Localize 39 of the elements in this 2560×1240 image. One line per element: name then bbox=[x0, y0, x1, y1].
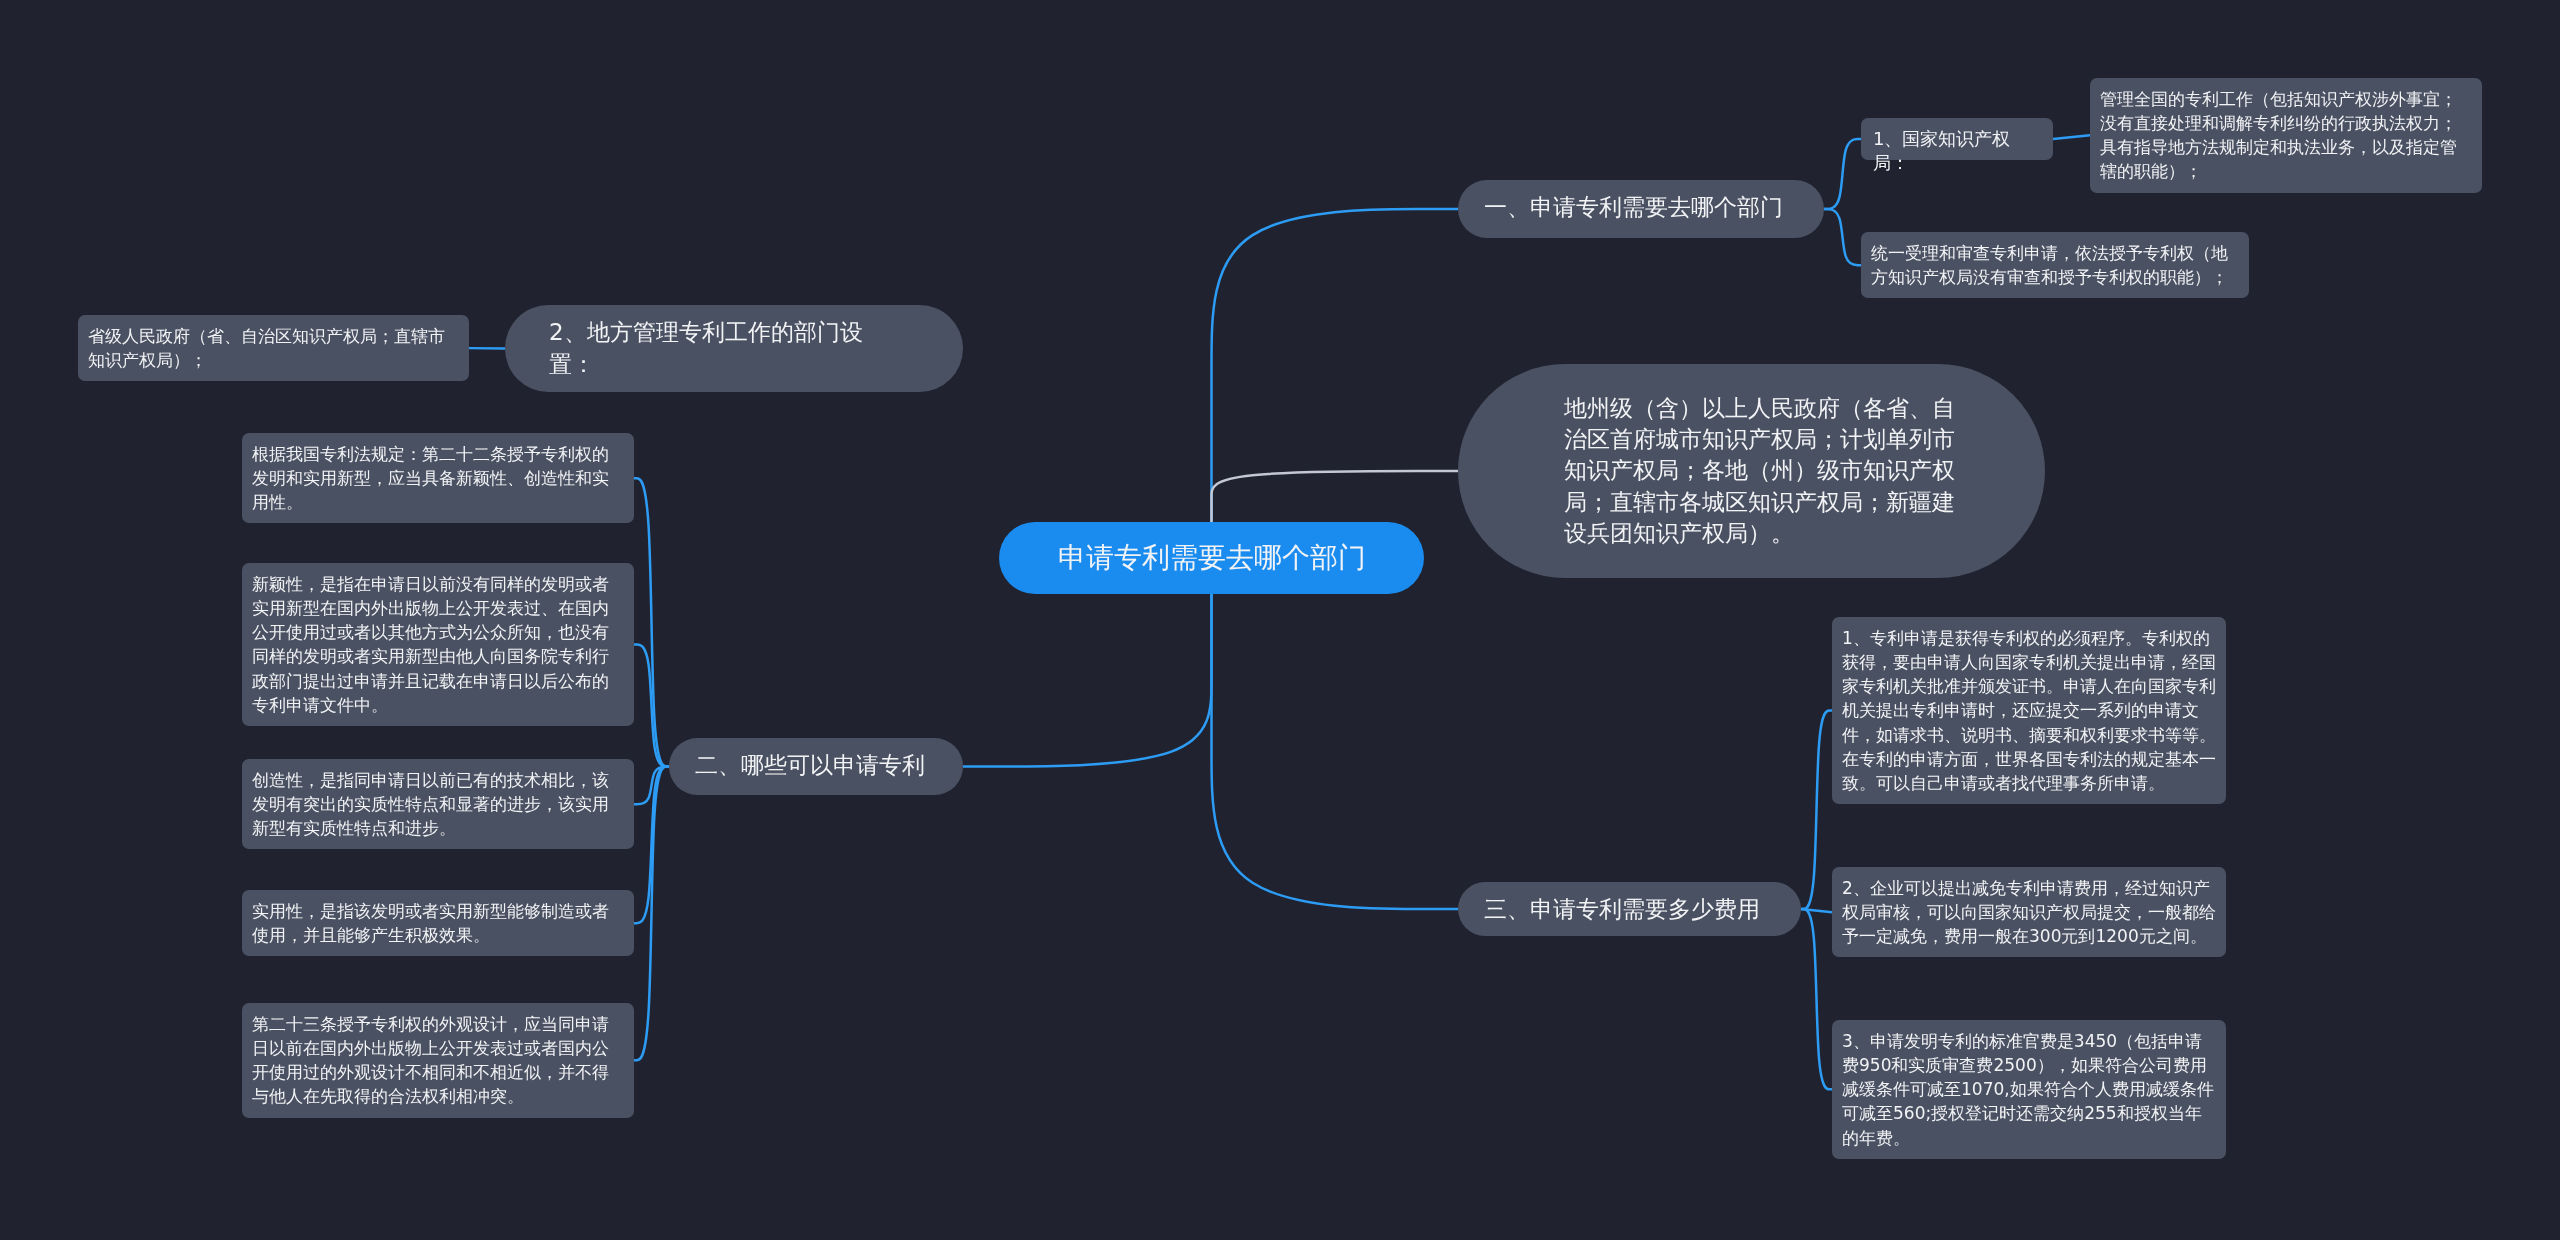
note-box bbox=[1861, 232, 2249, 299]
node-text: 1、国家知识产权局： bbox=[1873, 127, 2012, 175]
node-text: 创造性，是指同申请日以前已有的技术相比，该发明有突出的实质性特点和显著的进步，该实用新型有实质性特点和进步。 bbox=[252, 769, 610, 841]
node-text: 二、哪些可以申请专利 bbox=[695, 751, 926, 780]
node-text: 2、企业可以提出减免专利申请费用，经过知识产权局审核，可以向国家知识产权局提交，一般都给予一定减免，费用一般在300元到1200元之间。 bbox=[1842, 877, 2216, 949]
node-text: 地州级（含）以上人民政府（各省、自治区首府城市知识产权局；计划单列市知识产权局；各地（州）级市知识产权局；直辖市各城区知识产权局；新疆建设兵团知识产权局）。 bbox=[1564, 393, 1956, 548]
node-text: 统一受理和审查专利申请，依法授予专利权（地方知识产权局没有审查和授予专利权的职能）； bbox=[1871, 242, 2229, 290]
connector-line bbox=[1210, 594, 1458, 911]
connector-line bbox=[1800, 907, 1833, 914]
note-box bbox=[242, 563, 634, 726]
node-text: 实用性，是指该发明或者实用新型能够制造或者使用，并且能够产生积极效果。 bbox=[252, 900, 610, 948]
node-text: 3、申请发明专利的标准官费是3450（包括申请费950和实质审查费2500），如果符合公司费用减缓条件可减至1070,如果符合个人费用减缓条件可减至560;授权登记时还需交纳255和授权当年的年费。 bbox=[1842, 1030, 2215, 1150]
node-text: 新颖性，是指在申请日以前没有同样的发明或者实用新型在国内外出版物上公开发表过、在国内公开使用过或者以其他方式为公众所知，也没有同样的发明或者实用新型由他人向国务院专利行政部门提出过申请并且记载在申请日以后公布的专利申请文件中。 bbox=[252, 573, 610, 717]
note-box bbox=[242, 1003, 634, 1118]
node-text: 根据我国专利法规定：第二十二条授予专利权的发明和实用新型，应当具备新颖性、创造性和实用性。 bbox=[252, 443, 610, 515]
topic-box bbox=[1458, 882, 1801, 936]
note-box bbox=[78, 315, 469, 382]
connector-line bbox=[1824, 207, 1861, 267]
node-text: 一、申请专利需要去哪个部门 bbox=[1484, 193, 1784, 222]
connector-line bbox=[1801, 709, 1832, 911]
note-box bbox=[242, 759, 634, 850]
note-box bbox=[2090, 78, 2482, 193]
node-text: 申请专利需要去哪个部门 bbox=[1057, 540, 1366, 576]
topic-box bbox=[669, 738, 963, 795]
note-box bbox=[242, 890, 634, 957]
node-text: 1、专利申请是获得专利权的必须程序。专利权的获得，要由申请人向国家专利机关提出申请，经国家专利机关批准并颁发证书。申请人在向国家专利机关提出专利申请时，还应提交一系列的申请文件，如请求书、说明书、摘要和权利要求书等等。在专利的申请方面，世界各国专利法的规定基本一致。可以自己申请或者找代理事务所申请。 bbox=[1842, 627, 2216, 795]
node-text: 第二十三条授予专利权的外观设计，应当同申请日以前在国内外出版物上公开发表过或者国内公开使用过的外观设计不相同和不相近似，并不得与他人在先取得的合法权利相冲突。 bbox=[252, 1013, 610, 1109]
connector-line bbox=[2052, 134, 2091, 141]
connector-line bbox=[469, 346, 505, 350]
node-text: 三、申请专利需要多少费用 bbox=[1484, 895, 1761, 924]
note-box bbox=[242, 433, 634, 524]
connector-line bbox=[1210, 469, 1458, 522]
connector-line bbox=[1801, 907, 1832, 1091]
node-text: 2、地方管理专利工作的部门设置： bbox=[549, 318, 864, 379]
node-text: 管理全国的专利工作（包括知识产权涉外事宜；没有直接处理和调解专利纠纷的行政执法权力；具有指导地方法规制定和执法业务，以及指定管辖的职能）； bbox=[2100, 88, 2458, 184]
connector-line bbox=[634, 765, 669, 1062]
note-box bbox=[1832, 867, 2226, 958]
node-text: 省级人民政府（省、自治区知识产权局；直辖市知识产权局）； bbox=[88, 325, 446, 373]
note-box bbox=[1832, 1020, 2226, 1159]
